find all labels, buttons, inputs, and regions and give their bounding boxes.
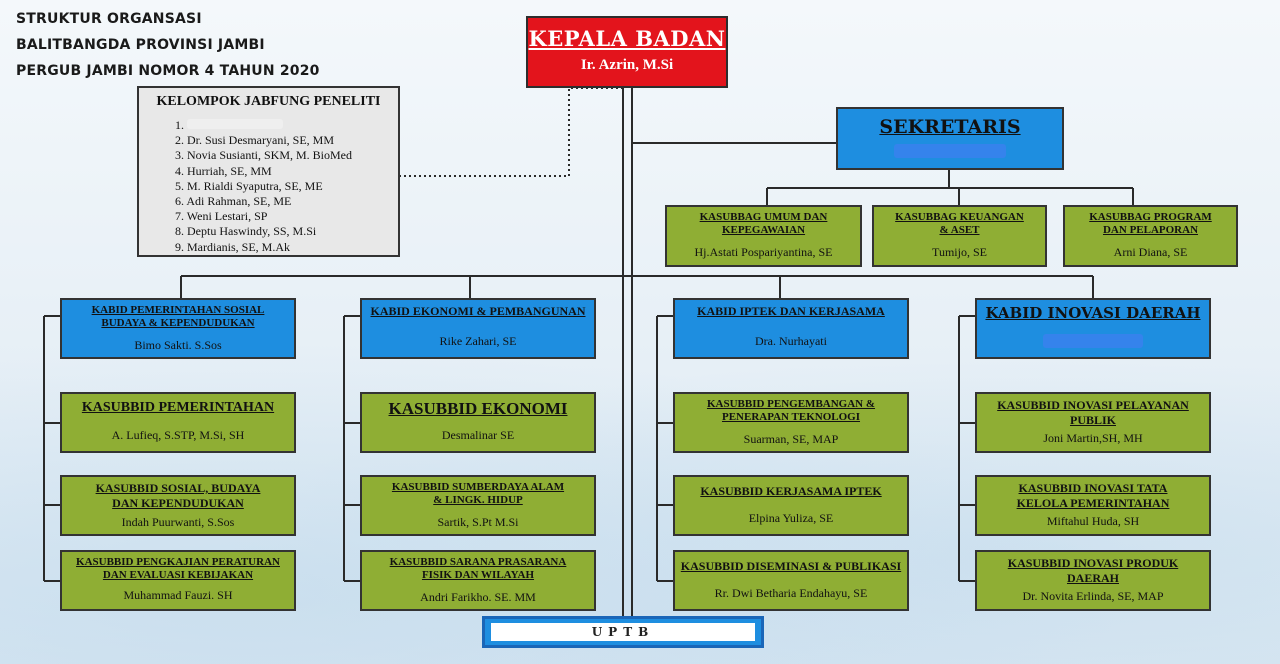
kasubbid-title: KASUBBID INOVASI PELAYANAN PUBLIK: [997, 398, 1189, 427]
kasubbag-title: KASUBBAG UMUM DAN KEPEGAWAIAN: [699, 211, 828, 236]
redacted-name: [1043, 334, 1143, 348]
kasubbid-name: Miftahul Huda, SH: [1046, 514, 1140, 528]
kasubbag-program-box: KASUBBAG PROGRAM DAN PELAPORAN Arni Dian…: [1063, 205, 1238, 267]
kepala-badan-box: KEPALA BADAN Ir. Azrin, M.Si: [526, 16, 728, 88]
kasubbid-name: Indah Puurwanti, S.Sos: [121, 515, 235, 529]
kabid-title: KABID INOVASI DAERAH: [985, 304, 1201, 322]
kasubbid-box: KASUBBID INOVASI PELAYANAN PUBLIK Joni M…: [975, 392, 1211, 453]
kabid-name: Bimo Sakti. S.Sos: [134, 338, 222, 352]
kasubbid-title: KASUBBID SOSIAL, BUDAYA DAN KEPENDUDUKAN: [95, 481, 261, 510]
kabid-ekonomi-box: KABID EKONOMI & PEMBANGUNAN Rike Zahari,…: [360, 298, 596, 359]
kasubbid-name: Elpina Yuliza, SE: [748, 511, 834, 525]
kasubbag-title: KASUBBAG PROGRAM DAN PELAPORAN: [1089, 211, 1212, 236]
kabid-title: KABID IPTEK DAN KERJASAMA: [697, 304, 885, 318]
kasubbid-name: Suarman, SE, MAP: [743, 432, 839, 446]
kasubbid-title: KASUBBID INOVASI PRODUK DAERAH: [1007, 556, 1179, 585]
title-line-3: PERGUB JAMBI NOMOR 4 TAHUN 2020: [16, 63, 320, 79]
kabid-name: Dra. Nurhayati: [755, 334, 827, 348]
kepala-badan-title: KEPALA BADAN: [528, 26, 726, 51]
jabfung-member: 9. Mardianis, SE, M.Ak: [175, 239, 290, 254]
jabfung-member: 6. Adi Rahman, SE, ME: [175, 194, 292, 209]
jabfung-member: 2. Dr. Susi Desmaryani, SE, MM: [175, 133, 334, 148]
jabfung-member: 3. Novia Susianti, SKM, M. BioMed: [175, 148, 353, 163]
title-line-1: STRUKTUR ORGANSASI: [16, 11, 202, 27]
uptb-label: UPTB: [491, 623, 755, 641]
jabfung-member: 8. Deptu Haswindy, SS, M.Si: [175, 224, 317, 239]
kasubbid-box: KASUBBID INOVASI PRODUK DAERAH Dr. Novit…: [975, 550, 1211, 611]
jabfung-member: 5. M. Rialdi Syaputra, SE, ME: [175, 178, 323, 193]
kasubbid-box: KASUBBID SUMBERDAYA ALAM & LINGK. HIDUP …: [360, 475, 596, 536]
kasubbid-title: KASUBBID DISEMINASI & PUBLIKASI: [680, 559, 902, 573]
kabid-name: Rike Zahari, SE: [439, 334, 517, 348]
kabid-title: KABID PEMERINTAHAN SOSIAL BUDAYA & KEPEN…: [91, 304, 265, 329]
kasubbid-title: KASUBBID PENGEMBANGAN & PENERAPAN TEKNOL…: [706, 398, 876, 423]
kasubbag-title: KASUBBAG KEUANGAN & ASET: [895, 211, 1024, 236]
kasubbid-box: KASUBBID EKONOMI Desmalinar SE: [360, 392, 596, 453]
jabfung-member: 4. Hurriah, SE, MM: [175, 163, 272, 178]
kasubbid-box: KASUBBID KERJASAMA IPTEK Elpina Yuliza, …: [673, 475, 909, 536]
title-line-2: BALITBANGDA PROVINSI JAMBI: [16, 37, 265, 53]
kasubbid-name: A. Lufieq, S.STP, M.Si, SH: [111, 428, 245, 442]
kasubbid-box: KASUBBID PENGEMBANGAN & PENERAPAN TEKNOL…: [673, 392, 909, 453]
kabid-inovasi-box: KABID INOVASI DAERAH: [975, 298, 1211, 359]
kasubbid-box: KASUBBID PEMERINTAHAN A. Lufieq, S.STP, …: [60, 392, 296, 453]
kasubbag-name: Hj.Astati Pospariyantina, SE: [694, 245, 833, 259]
jabfung-member: 1.: [175, 118, 398, 133]
kasubbid-name: Muhammad Fauzi. SH: [123, 588, 233, 602]
kasubbid-title: KASUBBID SARANA PRASARANA FISIK DAN WILA…: [389, 556, 567, 581]
kasubbag-keuangan-box: KASUBBAG KEUANGAN & ASET Tumijo, SE: [872, 205, 1047, 267]
kasubbag-umum-box: KASUBBAG UMUM DAN KEPEGAWAIAN Hj.Astati …: [665, 205, 862, 267]
jabfung-peneliti-box: KELOMPOK JABFUNG PENELITI 1. 2. Dr. Susi…: [137, 86, 400, 257]
sekretaris-box: SEKRETARIS: [836, 107, 1064, 170]
kasubbid-title: KASUBBID KERJASAMA IPTEK: [700, 484, 882, 498]
kasubbid-box: KASUBBID PENGKAJIAN PERATURAN DAN EVALUA…: [60, 550, 296, 611]
kepala-badan-name: Ir. Azrin, M.Si: [580, 57, 674, 73]
kabid-iptek-box: KABID IPTEK DAN KERJASAMA Dra. Nurhayati: [673, 298, 909, 359]
redacted-name: [894, 144, 1006, 158]
kasubbid-title: KASUBBID INOVASI TATA KELOLA PEMERINTAHA…: [1016, 481, 1170, 510]
kasubbid-name: Rr. Dwi Betharia Endahayu, SE: [714, 586, 868, 600]
kasubbid-name: Sartik, S.Pt M.Si: [437, 515, 519, 529]
kasubbid-title: KASUBBID PEMERINTAHAN: [81, 400, 275, 415]
kasubbid-box: KASUBBID INOVASI TATA KELOLA PEMERINTAHA…: [975, 475, 1211, 536]
kasubbag-name: Tumijo, SE: [932, 245, 987, 259]
kasubbid-name: Dr. Novita Erlinda, SE, MAP: [1022, 589, 1164, 603]
kasubbid-title: KASUBBID PENGKAJIAN PERATURAN DAN EVALUA…: [76, 556, 280, 581]
uptb-box: UPTB: [482, 616, 764, 648]
kabid-pemerintahan-box: KABID PEMERINTAHAN SOSIAL BUDAYA & KEPEN…: [60, 298, 296, 359]
kasubbid-name: Joni Martin,SH, MH: [1043, 431, 1143, 445]
kasubbid-box: KASUBBID DISEMINASI & PUBLIKASI Rr. Dwi …: [673, 550, 909, 611]
sekretaris-title: SEKRETARIS: [879, 116, 1021, 138]
kasubbid-title: KASUBBID EKONOMI: [388, 399, 568, 418]
jabfung-title: KELOMPOK JABFUNG PENELITI: [156, 94, 381, 109]
kabid-title: KABID EKONOMI & PEMBANGUNAN: [370, 304, 586, 318]
kasubbid-box: KASUBBID SARANA PRASARANA FISIK DAN WILA…: [360, 550, 596, 611]
kasubbid-name: Desmalinar SE: [441, 428, 515, 442]
jabfung-member-list: 1. 2. Dr. Susi Desmaryani, SE, MM 3. Nov…: [175, 118, 398, 255]
kasubbid-title: KASUBBID SUMBERDAYA ALAM & LINGK. HIDUP: [391, 481, 565, 506]
kasubbid-box: KASUBBID SOSIAL, BUDAYA DAN KEPENDUDUKAN…: [60, 475, 296, 536]
kasubbag-name: Arni Diana, SE: [1113, 245, 1188, 259]
kasubbid-name: Andri Farikho. SE. MM: [420, 590, 536, 604]
org-structure-title: STRUKTUR ORGANSASI BALITBANGDA PROVINSI …: [16, 6, 320, 84]
jabfung-member: 7. Weni Lestari, SP: [175, 209, 268, 224]
